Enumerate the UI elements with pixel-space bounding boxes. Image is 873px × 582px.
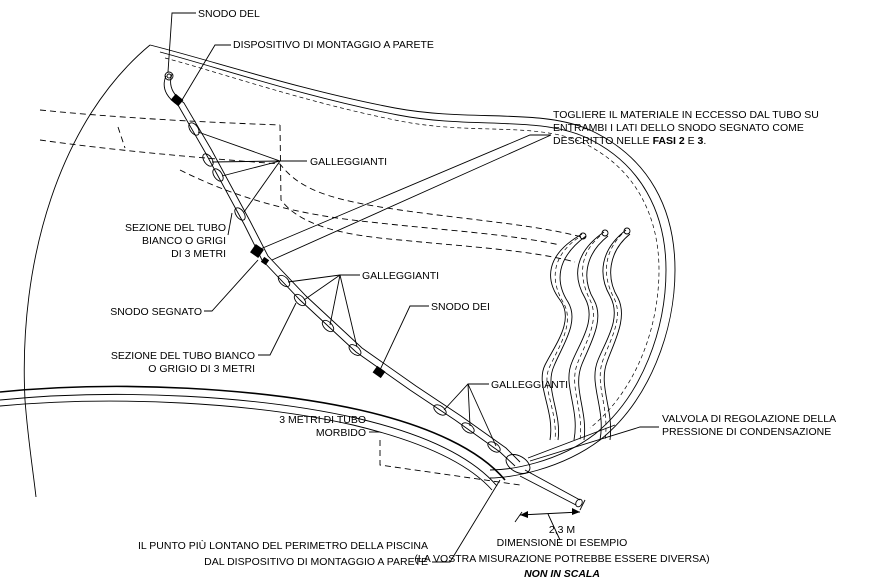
label-sezione2-2: O GRIGIO DI 3 METRI (148, 363, 255, 375)
label-sezione1-1: SEZIONE DEL TUBO (125, 222, 226, 234)
label-dimensione-2: DIMENSIONE DI ESEMPIO (497, 537, 628, 549)
pool-floor-contours (39, 109, 586, 263)
label-tre-metri-1: 3 METRI DI TUBO (279, 414, 366, 426)
label-snodo-dei: SNODO DEI (431, 301, 490, 313)
label-sezione1-3: DI 3 METRI (171, 248, 226, 260)
dimension-marker (514, 499, 586, 541)
label-galleggianti-3: GALLEGGIANTI (491, 379, 568, 391)
label-valvola-1: VALVOLA DI REGOLAZIONE DELLA (662, 413, 836, 425)
main-hose (163, 71, 616, 508)
label-togliere-2: ENTRAMBI I LATI DELLO SNODO SEGNATO COME (553, 122, 804, 134)
label-dimensione-3: (LA VOSTRA MISURAZIONE POTREBBE ESSERE D… (414, 553, 709, 565)
label-togliere-3: DESCRITTO NELLE FASI 2 E 3. (553, 135, 706, 147)
leader-lines (167, 12, 659, 563)
label-valvola-2: PRESSIONE DI CONDENSAZIONE (662, 426, 831, 438)
label-punto-1: IL PUNTO PIÙ LONTANO DEL PERIMETRO DELLA… (138, 539, 428, 552)
label-sezione2-1: SEZIONE DEL TUBO BIANCO (111, 350, 255, 362)
label-dimensione-1: 2,3 M (549, 524, 575, 536)
label-punto-2: DAL DISPOSITIVO DI MONTAGGIO A PARETE (204, 556, 428, 568)
label-galleggianti-2: GALLEGGIANTI (362, 270, 439, 282)
soft-hose-dimension-leader (379, 440, 521, 486)
labels: SNODO DEL DISPOSITIVO DI MONTAGGIO A PAR… (110, 8, 836, 580)
label-tre-metri-2: MORBIDO (316, 427, 366, 439)
label-non-in-scala: NON IN SCALA (524, 568, 600, 580)
label-snodo-segnato: SNODO SEGNATO (110, 306, 202, 318)
label-snodo-del: SNODO DEL (198, 8, 260, 20)
wavy-hoses (541, 227, 631, 441)
label-sezione1-2: BIANCO O GRIGI (142, 235, 226, 247)
label-dispositivo: DISPOSITIVO DI MONTAGGIO A PARETE (233, 39, 434, 51)
label-togliere-1: TOGLIERE IL MATERIALE IN ECCESSO DAL TUB… (553, 109, 819, 121)
label-galleggianti-1: GALLEGGIANTI (310, 156, 387, 168)
